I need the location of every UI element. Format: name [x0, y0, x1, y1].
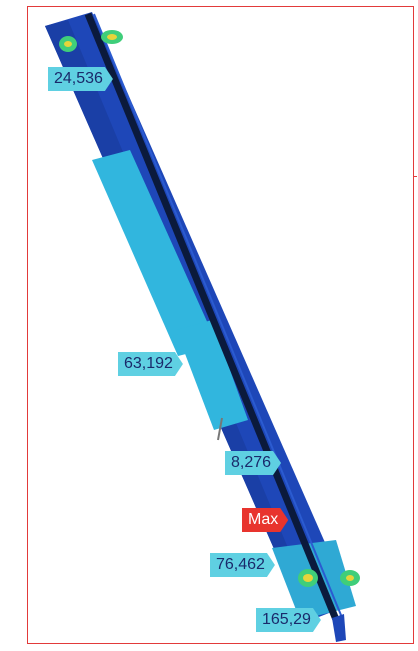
hotspot-top-left-core — [64, 41, 72, 47]
frame-edge-mark — [413, 176, 417, 177]
beam-model[interactable] — [45, 12, 360, 642]
beam-web-highlight — [93, 13, 344, 621]
hotspot-top-right-core — [107, 34, 117, 40]
beam-web-edge — [84, 12, 341, 624]
support-mark — [217, 417, 223, 441]
stress-zone-middle — [176, 320, 248, 430]
probe-label[interactable]: 165,29 — [256, 608, 321, 632]
probe-label[interactable]: 63,192 — [118, 352, 183, 376]
hotspot-bottom-right-core — [346, 575, 354, 581]
hotspot-bottom-left-core — [303, 574, 313, 582]
stress-zone-upper — [92, 150, 218, 356]
probe-label[interactable]: 8,276 — [225, 451, 281, 475]
probe-label[interactable]: 76,462 — [210, 553, 275, 577]
max-probe-label[interactable]: Max — [242, 508, 288, 532]
probe-label[interactable]: 24,536 — [48, 67, 113, 91]
beam-end-tip — [332, 614, 346, 642]
